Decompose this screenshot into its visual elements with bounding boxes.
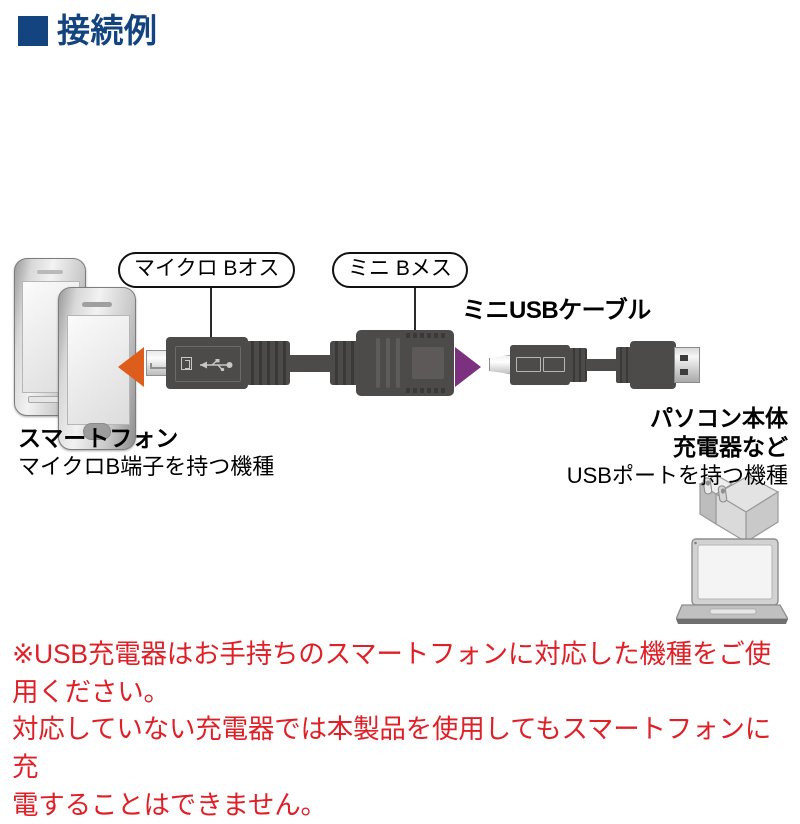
warning-line-3: 対応していない充電器では本製品を使用してもスマートフォンに充 — [12, 711, 794, 786]
warning-line-4: 電することはできません。 — [12, 787, 794, 824]
leader-line-micro-b — [210, 288, 212, 340]
diagram-page: 接続例 マイクロ Bオス ミニ Bメス ミニUSBケーブル — [0, 0, 800, 800]
usb-a-pin — [680, 355, 688, 361]
strain-relief-left — [246, 341, 290, 385]
callout-micro-b-male: マイクロ Bオス — [118, 252, 295, 288]
square-bullet-icon — [18, 16, 48, 46]
receptacle-ridge — [376, 338, 380, 388]
arrow-right-purple-icon — [455, 347, 481, 387]
phone-speaker — [82, 302, 112, 307]
warning-note: ※USB充電器はお手持ちのスマートフォンに対応した機種をご使 用ください。 対応… — [12, 636, 794, 824]
usb-trident-icon — [198, 358, 234, 370]
receptacle-window — [412, 347, 444, 379]
right-device-title-line2: 充電器など — [567, 433, 788, 462]
mini-b-female-receptacle — [356, 330, 454, 396]
caption-right-device: パソコン本体 充電器など USBポートを持つ機種 — [567, 404, 788, 490]
receptacle-notch-top — [406, 333, 446, 338]
caption-left-device: スマートフォン マイクロB端子を持つ機種 — [18, 424, 274, 481]
b-type-icon — [543, 357, 565, 372]
mini-b-plug-tip — [489, 355, 511, 374]
warning-line-1: ※USB充電器はお手持ちのスマートフォンに対応した機種をご使 — [12, 636, 794, 674]
usb-trident-icon — [516, 357, 541, 372]
laptop-icon — [676, 535, 788, 631]
micro-b-plug-tip — [146, 350, 168, 376]
left-device-title: スマートフォン — [18, 424, 274, 453]
micro-b-connector-body — [166, 337, 248, 389]
right-device-subtitle: USBポートを持つ機種 — [567, 462, 788, 490]
receptacle-ridge — [396, 338, 400, 388]
usb-a-plug-tip — [674, 347, 700, 383]
callout-mini-b-female: ミニ Bメス — [332, 252, 468, 288]
phone-speaker — [37, 270, 63, 274]
arrow-left-orange-icon — [118, 347, 144, 387]
mini-b-plug-body — [510, 345, 570, 385]
receptacle-notch-bottom — [406, 388, 446, 393]
right-device-title-line1: パソコン本体 — [567, 404, 788, 433]
b-type-icon — [181, 357, 192, 370]
receptacle-ridge — [386, 338, 390, 388]
warning-line-2: 用ください。 — [12, 674, 794, 712]
left-device-subtitle: マイクロB端子を持つ機種 — [18, 453, 274, 481]
usb-cable-wire — [586, 359, 618, 371]
strain-relief-mini — [569, 348, 587, 382]
cable-name-label: ミニUSBケーブル — [462, 290, 651, 325]
usb-a-plug-body — [630, 341, 676, 389]
page-title: 接続例 — [57, 14, 158, 47]
usb-a-pin — [680, 369, 688, 375]
micro-b-panel — [175, 346, 241, 382]
page-header: 接続例 — [18, 14, 158, 47]
